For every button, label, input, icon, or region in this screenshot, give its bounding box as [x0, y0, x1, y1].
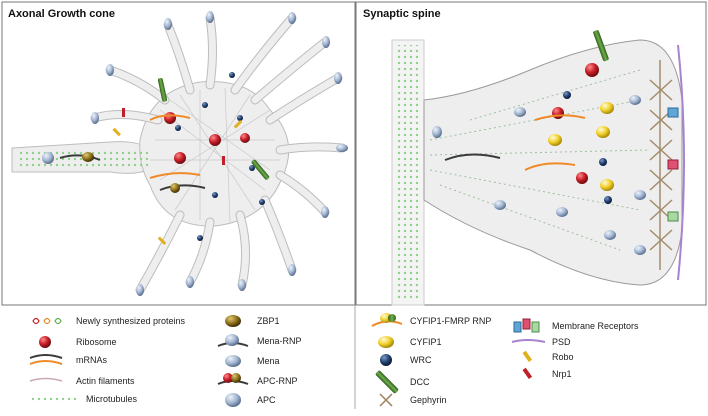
mena — [206, 11, 214, 23]
nrp1 — [222, 156, 225, 165]
microtubule-icon — [30, 396, 80, 402]
legend-label-zbp1: ZBP1 — [257, 316, 280, 326]
dcc — [593, 30, 609, 62]
mena-rnp-icon — [217, 334, 249, 347]
actin-icon — [29, 377, 63, 382]
legend-label-gephyrin: Gephyrin — [410, 395, 447, 405]
mrna-icon — [29, 354, 63, 365]
legend-label-ribosome: Ribosome — [76, 337, 117, 347]
mrnas-left — [59, 114, 206, 191]
mena — [106, 64, 114, 76]
zbp1 — [82, 152, 94, 162]
mena-tips-left — [91, 11, 348, 296]
dcc-icon — [375, 370, 399, 394]
microtubules-dendrite — [396, 45, 418, 300]
robo — [157, 236, 167, 245]
legend-label-apc-rnp: APC-RNP — [257, 376, 298, 386]
mena — [186, 276, 194, 288]
cyfip1-icon — [378, 336, 394, 348]
gephyrin-lattice — [649, 60, 673, 270]
mena — [91, 112, 99, 124]
membrane-receptor — [667, 159, 679, 170]
mena — [288, 264, 296, 276]
robo-icon — [522, 350, 533, 363]
legend-label-microtubules: Microtubules — [86, 394, 138, 404]
legend-label-mena: Mena — [257, 356, 280, 366]
apc-rnp — [170, 183, 180, 193]
ribosome — [585, 63, 599, 77]
mena — [334, 72, 342, 84]
legend-label-cyfip1: CYFIP1 — [410, 337, 442, 347]
nrp1 — [122, 108, 125, 117]
ribosome-icon — [39, 336, 51, 348]
mena — [238, 279, 246, 291]
protein-icon — [32, 317, 62, 325]
synaptic-spine — [391, 30, 685, 306]
membrane-receptor-icon — [513, 318, 540, 333]
ribosome — [552, 107, 564, 119]
legend-label-apc: APC — [257, 395, 276, 405]
nrp1-icon — [522, 367, 533, 380]
legend-label-mrnas: mRNAs — [76, 355, 107, 365]
left-panel-title: Axonal Growth cone — [8, 8, 115, 20]
legend-label-robo: Robo — [552, 352, 574, 362]
mrnas-spine — [444, 114, 586, 171]
robo — [112, 127, 121, 137]
wrc-spine — [563, 91, 612, 204]
membrane-receptor — [667, 107, 679, 118]
legend-label-cyfip1-fmrp-rnp: CYFIP1-FMRP RNP — [410, 316, 492, 326]
mena — [336, 144, 348, 152]
membrane-receptor — [667, 211, 679, 222]
wrc-dots-left — [175, 72, 265, 241]
wrc-icon — [380, 354, 392, 366]
mena — [136, 284, 144, 296]
legend-label-psd: PSD — [552, 337, 571, 347]
gephyrin-icon — [379, 393, 393, 407]
mena-rnp — [42, 152, 54, 164]
dcc — [251, 159, 270, 180]
mena-icon — [225, 355, 241, 367]
zbp1-icon — [225, 315, 241, 327]
dcc — [157, 78, 168, 102]
legend-label-mena-rnp: Mena-RNP — [257, 336, 302, 346]
psd-line — [677, 44, 685, 281]
robo — [233, 120, 243, 129]
ribosome — [576, 172, 588, 184]
mena — [322, 36, 330, 48]
cyfip1-spine — [548, 102, 614, 191]
legend-label-wrc: WRC — [410, 355, 432, 365]
legend-label-membrane-receptors: Membrane Receptors — [552, 321, 639, 331]
right-panel-title: Synaptic spine — [363, 8, 441, 20]
mena — [288, 12, 296, 24]
legend-icons — [29, 313, 546, 407]
legend-label-dcc: DCC — [410, 377, 430, 387]
mena — [164, 18, 172, 30]
apc-rnp-icon — [217, 373, 249, 385]
apc-icon — [225, 393, 241, 407]
cyfip1-fmrp-icon — [371, 313, 403, 327]
legend-label-newly-synthesized-proteins: Newly synthesized proteins — [76, 316, 186, 326]
legend-label-actin-filaments: Actin filaments — [76, 376, 135, 386]
legend-label-nrp1: Nrp1 — [552, 369, 572, 379]
mena — [321, 206, 329, 218]
growth-cone — [11, 11, 348, 296]
mena-spine — [432, 95, 646, 255]
psd-icon — [511, 339, 546, 343]
